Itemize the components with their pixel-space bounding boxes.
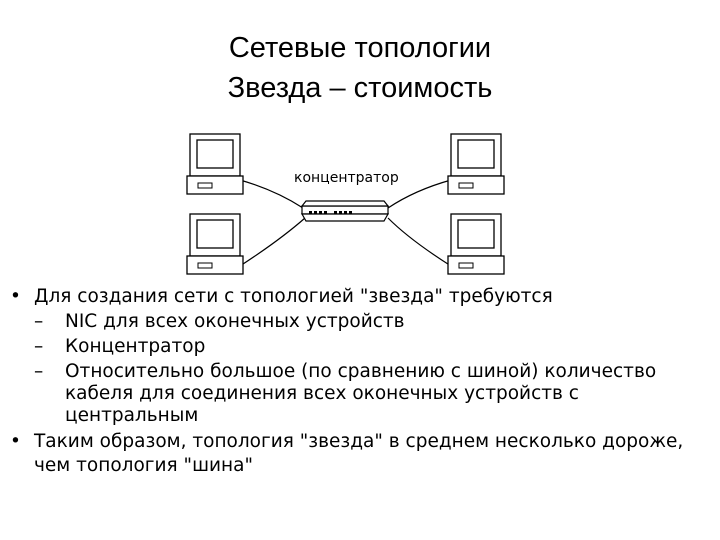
- sub-mark: –: [34, 336, 44, 357]
- slide-title: Сетевые топологии Звезда – стоимость: [0, 28, 720, 108]
- bullet-text: Для создания сети с топологией "звезда" …: [34, 286, 553, 307]
- computer-icon-bottom-left: [186, 213, 244, 275]
- sub-item-text: Относительно большое (по сравнению с шин…: [65, 361, 657, 426]
- sub-item-text: Концентратор: [65, 336, 206, 357]
- star-topology-diagram: концентратор: [186, 133, 505, 275]
- hub-label: концентратор: [294, 170, 399, 186]
- sub-item-1: – NIC для всех оконечных устройств: [10, 309, 700, 334]
- cable-bottom-left: [239, 217, 306, 267]
- sub-item-3: – Относительно большое (по сравнению с ш…: [10, 361, 700, 427]
- cable-bottom-right: [387, 217, 452, 267]
- hub-icon: [300, 200, 390, 222]
- cable-top-right: [387, 179, 452, 209]
- cables: [239, 179, 452, 267]
- computer-icon-top-left: [186, 133, 244, 195]
- cable-top-left: [239, 179, 304, 209]
- slide-body: • Для создания сети с топологией "звезда…: [10, 284, 700, 478]
- bullet-mark: •: [10, 286, 21, 307]
- sub-mark: –: [34, 311, 44, 332]
- computer-icon-top-right: [447, 133, 505, 195]
- sub-item-2: – Концентратор: [10, 334, 700, 359]
- bullet-item-1: • Для создания сети с топологией "звезда…: [10, 284, 700, 309]
- bullet-text: Таким образом, топология "звезда" в сред…: [34, 431, 684, 476]
- sub-item-text: NIC для всех оконечных устройств: [65, 311, 405, 332]
- title-line-2: Звезда – стоимость: [227, 72, 493, 104]
- bullet-item-2: • Таким образом, топология "звезда" в ср…: [10, 430, 700, 478]
- bullet-mark: •: [10, 431, 21, 452]
- sub-mark: –: [34, 361, 44, 382]
- title-line-1: Сетевые топологии: [228, 32, 492, 64]
- computer-icon-bottom-right: [447, 213, 505, 275]
